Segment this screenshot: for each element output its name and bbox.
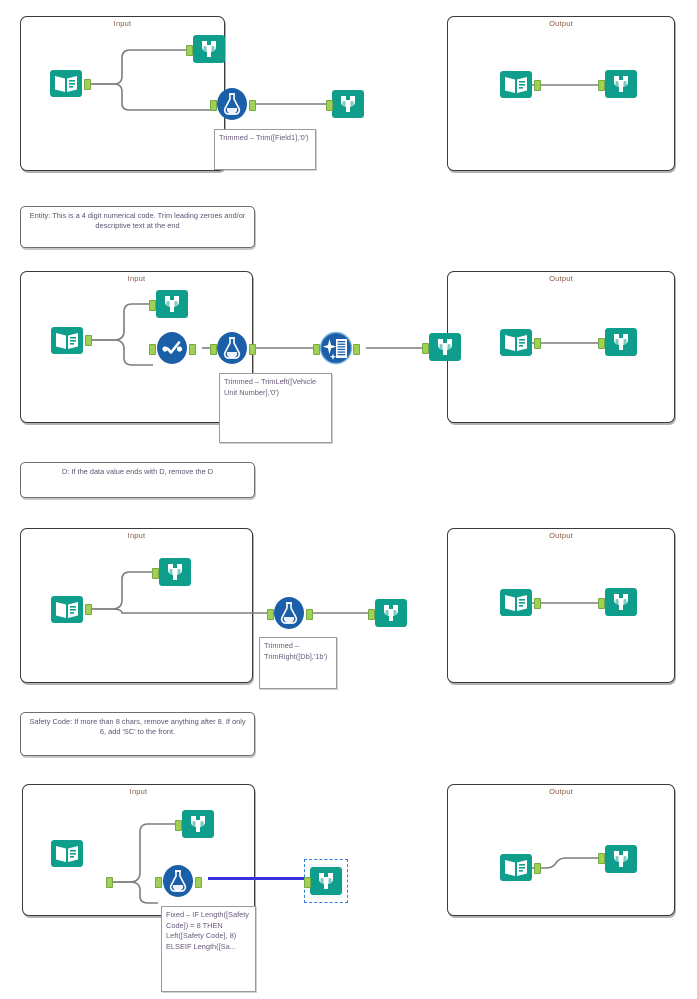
note-safety-code[interactable]: Safety Code: If more than 8 chars, remov… bbox=[20, 712, 255, 756]
workflow-4-output-input-data-tool[interactable] bbox=[499, 850, 533, 884]
workflow-4-formula-callout: Fixed – IF Length([Safety Code]) = 8 THE… bbox=[161, 906, 256, 992]
workflow-2-output-browse-tool[interactable] bbox=[604, 325, 638, 359]
workflow-2-browse-right-input-anchor[interactable] bbox=[422, 343, 429, 354]
workflow-2-output-browse-input-anchor[interactable] bbox=[598, 338, 605, 349]
workflow-2-input-caption: Input bbox=[127, 274, 146, 283]
workflow-1-output-input-anchor[interactable] bbox=[534, 80, 541, 91]
workflow-4-output-caption: Output bbox=[549, 787, 573, 796]
workflow-2-output-input-data-tool[interactable] bbox=[499, 325, 533, 359]
note-entity[interactable]: Entity: This is a 4 digit numerical code… bbox=[20, 206, 255, 248]
workflow-1-browse-right-input-anchor[interactable] bbox=[326, 100, 333, 111]
note-d-suffix[interactable]: D: If the data value ends with D, remove… bbox=[20, 462, 255, 498]
workflow-2-browse-tool-right[interactable] bbox=[428, 330, 462, 364]
workflow-2-browse-top-input-anchor[interactable] bbox=[149, 300, 156, 311]
workflow-2-select-input-anchor[interactable] bbox=[149, 344, 156, 355]
workflow-4-browse-tool-selected[interactable] bbox=[304, 859, 348, 903]
workflow-1-formula-callout: Trimmed – Trim([Field1],'0') bbox=[214, 129, 316, 170]
workflow-4-output-input-anchor[interactable] bbox=[534, 863, 541, 874]
workflow-3-input-caption: Input bbox=[127, 531, 146, 540]
workflow-4-output-browse-input-anchor[interactable] bbox=[598, 853, 605, 864]
workflow-2-input-output-anchor[interactable] bbox=[85, 335, 92, 346]
workflow-3-formula-output-anchor[interactable] bbox=[306, 609, 313, 620]
workflow-3-browse-top-input-anchor[interactable] bbox=[152, 568, 159, 579]
workflow-2-output-input-anchor[interactable] bbox=[534, 338, 541, 349]
workflow-3-browse-tool-right[interactable] bbox=[374, 596, 408, 630]
workflow-4-browse-tool-top[interactable] bbox=[181, 807, 215, 841]
workflow-1-browse-tool-top[interactable] bbox=[192, 32, 226, 66]
workflow-4-selected-connection[interactable] bbox=[208, 877, 307, 880]
workflow-1-output-browse-tool[interactable] bbox=[604, 67, 638, 101]
workflow-3-output-browse-tool[interactable] bbox=[604, 585, 638, 619]
workflow-1-output-input-data-tool[interactable] bbox=[499, 67, 533, 101]
workflow-3-output-browse-input-anchor[interactable] bbox=[598, 598, 605, 609]
workflow-4-browse-top-input-anchor[interactable] bbox=[175, 820, 182, 831]
workflow-2-formula-input-anchor[interactable] bbox=[210, 344, 217, 355]
workflow-1-input-data-tool[interactable] bbox=[49, 66, 83, 100]
workflow-2-select-tool[interactable] bbox=[155, 331, 189, 365]
workflow-2-formula-tool[interactable] bbox=[215, 331, 249, 365]
workflow-2-input-data-tool[interactable] bbox=[50, 323, 84, 357]
workflow-2-cleansing-output-anchor[interactable] bbox=[353, 344, 360, 355]
workflow-3-formula-tool[interactable] bbox=[272, 596, 306, 630]
workflow-2-browse-tool-top[interactable] bbox=[155, 287, 189, 321]
workflow-2-cleansing-input-anchor[interactable] bbox=[313, 344, 320, 355]
workflow-4-browse-selected-input-anchor[interactable] bbox=[304, 877, 311, 888]
workflow-1-browse-top-input-anchor[interactable] bbox=[186, 45, 193, 56]
workflow-1-browse-tool-right[interactable] bbox=[331, 87, 365, 121]
workflow-1-formula-input-anchor[interactable] bbox=[210, 100, 217, 111]
workflow-2-output-caption: Output bbox=[549, 274, 573, 283]
workflow-2-data-cleansing-tool[interactable] bbox=[319, 331, 353, 365]
workflow-1-output-browse-input-anchor[interactable] bbox=[598, 80, 605, 91]
workflow-4-output-browse-tool[interactable] bbox=[604, 842, 638, 876]
workflow-4-formula-input-anchor[interactable] bbox=[155, 877, 162, 888]
workflow-2-select-output-anchor[interactable] bbox=[189, 344, 196, 355]
workflow-4-input-caption: Input bbox=[129, 787, 148, 796]
workflow-1-output-caption: Output bbox=[549, 19, 573, 28]
workflow-3-output-caption: Output bbox=[549, 531, 573, 540]
workflow-3-input-data-tool[interactable] bbox=[50, 592, 84, 626]
workflow-1-formula-output-anchor[interactable] bbox=[249, 100, 256, 111]
workflow-3-browse-right-input-anchor[interactable] bbox=[368, 609, 375, 620]
workflow-3-formula-callout: Trimmed – TrimRight([Db],'1b') bbox=[259, 637, 337, 689]
workflow-1-formula-tool[interactable] bbox=[215, 87, 249, 121]
workflow-2-formula-callout: Trimmed – TrimLeft([Vehicle Unit Number]… bbox=[219, 373, 332, 443]
workflow-3-input-output-anchor[interactable] bbox=[85, 604, 92, 615]
workflow-3-browse-tool-top[interactable] bbox=[158, 555, 192, 589]
workflow-3-output-input-anchor[interactable] bbox=[534, 598, 541, 609]
workflow-1-input-output-anchor[interactable] bbox=[84, 79, 91, 90]
workflow-1-input-caption: Input bbox=[113, 19, 132, 28]
workflow-2-formula-output-anchor[interactable] bbox=[249, 344, 256, 355]
workflow-4-input-data-tool[interactable] bbox=[50, 836, 84, 870]
workflow-3-output-input-data-tool[interactable] bbox=[499, 585, 533, 619]
workflow-3-formula-input-anchor[interactable] bbox=[267, 609, 274, 620]
workflow-3-wires bbox=[91, 571, 600, 614]
workflow-4-input-output-anchor[interactable] bbox=[106, 877, 113, 888]
workflow-4-formula-tool[interactable] bbox=[161, 864, 195, 898]
workflow-4-formula-output-anchor[interactable] bbox=[195, 877, 202, 888]
